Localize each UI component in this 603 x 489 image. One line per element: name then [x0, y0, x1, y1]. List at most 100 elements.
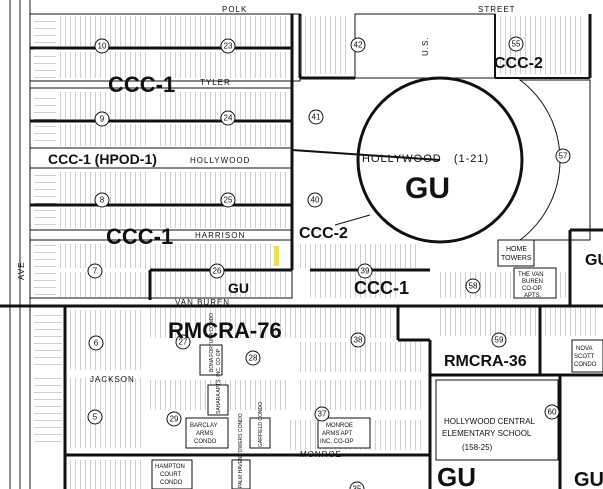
zone-gu-bottom: GU [437, 462, 476, 489]
label-barclay-1: BARCLAY [190, 423, 218, 429]
label-monroe-arms-2: ARMS APT [322, 431, 353, 437]
block-number: 9 [100, 115, 105, 124]
block-number: 6 [94, 339, 99, 348]
block-number: 26 [213, 267, 222, 276]
block-marker-circle [94, 38, 110, 54]
highlighted-lot [274, 246, 279, 266]
block-marker-circle [175, 334, 191, 350]
label-bona-fortuna: BONA FORTUNA CONDO [209, 313, 215, 372]
block-number: 57 [559, 152, 568, 161]
block-number: 39 [361, 267, 370, 276]
block-number: 37 [318, 410, 327, 419]
block-marker-circle [94, 192, 110, 208]
street-harrison: HARRISON [195, 231, 245, 240]
zone-gu-circle: GU [405, 172, 450, 205]
zone-ccc2-mid: CCC-2 [299, 225, 348, 242]
zone-ccc2-top: CCC-2 [494, 55, 543, 72]
block-marker-circle [555, 148, 571, 164]
block-marker-circle [308, 109, 324, 125]
label-barclay-2: ARMS [196, 431, 213, 437]
label-home-towers-1: HOME [506, 246, 527, 253]
label-vanburen-2: BUREN [522, 279, 543, 285]
block-marker-circle [87, 263, 103, 279]
label-school-3: (158-25) [462, 443, 493, 452]
block-marker-circle [350, 37, 366, 53]
block-marker-circle [209, 263, 225, 279]
zone-ccc1-top: CCC-1 [108, 72, 175, 97]
block-marker-circle [357, 263, 373, 279]
label-hampton-2: COURT [160, 472, 182, 478]
street-tyler: TYLER [200, 78, 231, 87]
label-vanburen-3: CO-OP. [522, 286, 543, 292]
label-palm-haven: PALM HAVEN TOWERS CONDO [238, 413, 244, 488]
label-monroe-arms-3: INC. CO-OP [320, 439, 353, 445]
zone-ccc1-hpod: CCC-1 (HPOD-1) [48, 151, 157, 167]
zone-ccc1-mid: CCC-1 [106, 224, 173, 249]
lot-hatching [34, 16, 600, 489]
block-number: 29 [170, 415, 179, 424]
hollywood-stadium [291, 13, 591, 244]
block-number: 25 [224, 196, 233, 205]
block-marker-circle [350, 332, 366, 348]
block-number: 59 [495, 336, 504, 345]
block-marker-circle [307, 192, 323, 208]
street-monroe: MONROE [300, 450, 342, 459]
zone-gu-vanburen: GU [228, 280, 249, 296]
block-marker-circle [87, 409, 103, 425]
label-hollywood-circle: HOLLYWOOD (1-21) [362, 153, 489, 165]
block-number: 38 [354, 336, 363, 345]
block-marker-circle [508, 36, 524, 52]
block-marker-circle [465, 278, 481, 294]
block-marker-circle [220, 110, 236, 126]
street-hollywood: HOLLYWOOD [190, 156, 250, 165]
zone-rmcra76: RMCRA-76 [168, 318, 282, 343]
label-hampton-1: HAMPTON [155, 464, 185, 470]
block-number: 58 [469, 282, 478, 291]
block-number: 8 [100, 196, 105, 205]
block-marker-circle [245, 350, 261, 366]
label-barclay-3: CONDO [194, 439, 217, 445]
street-polk: POLK [222, 5, 247, 14]
block-number: 40 [311, 196, 320, 205]
block-marker-circle [220, 38, 236, 54]
label-school-1: HOLLYWOOD CENTRAL [444, 417, 536, 426]
label-vanburen-1: THE VAN [518, 272, 544, 278]
school-parcel [435, 379, 559, 461]
block-marker-circle [544, 404, 560, 420]
block-number: 24 [224, 114, 233, 123]
block-number: 60 [548, 408, 557, 417]
zone-gu-bottom-right: GU [574, 469, 603, 489]
label-garfield: GARFIELD CONDO [258, 402, 264, 447]
block-marker-circle [166, 411, 182, 427]
label-vanburen-4: APTS. [524, 293, 542, 299]
block-marker-circle [349, 481, 365, 489]
block-number: 42 [354, 41, 363, 50]
block-number: 27 [179, 338, 188, 347]
label-nova-1: NOVA [576, 346, 593, 352]
block-number: 28 [249, 354, 258, 363]
zone-ccc1-vanburen: CCC-1 [354, 278, 409, 298]
label-nova-3: CONDO [574, 362, 597, 368]
label-home-towers-2: TOWERS [501, 255, 532, 262]
block-marker-circle [94, 111, 110, 127]
street-ave: AVE [17, 262, 26, 280]
block-marker-circle [220, 192, 236, 208]
block-number: 10 [98, 42, 107, 51]
block-marker-circle [314, 406, 330, 422]
block-number: 23 [224, 42, 233, 51]
block-number: 55 [512, 40, 521, 49]
zone-rmcra36: RMCRA-36 [444, 353, 527, 370]
block-number: 41 [312, 113, 321, 122]
street-top: STREET [478, 5, 516, 14]
building-outlines [151, 239, 603, 489]
block-number: 7 [93, 267, 98, 276]
label-hampton-3: CONDO [160, 480, 183, 486]
street-us: U.S. [421, 36, 430, 56]
label-school-2: ELEMENTARY SCHOOL [442, 429, 532, 438]
street-van-buren: VAN BUREN [175, 298, 230, 307]
label-monroe-arms-1: MONROE [326, 423, 353, 429]
label-sahara: SAHARA APTS. INC. CO-OP [216, 348, 222, 414]
label-nova-2: SCOTT [574, 354, 595, 360]
block-number: 35 [353, 485, 362, 489]
